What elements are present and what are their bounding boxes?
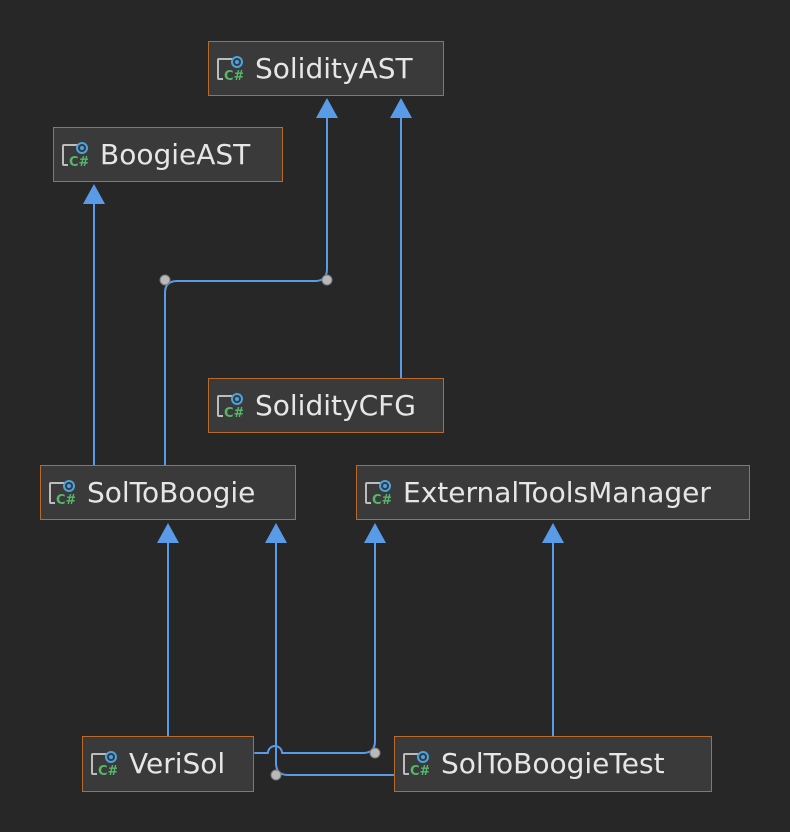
arrowhead-boogieast — [83, 184, 105, 204]
class-node-externaltoolsmanager[interactable]: C# ExternalToolsManager — [356, 465, 750, 520]
class-name-label: BoogieAST — [100, 137, 251, 171]
arrowhead-solidityast-left — [316, 98, 338, 118]
class-name-label: SolidityAST — [255, 51, 413, 85]
arrowhead-solidityast-right — [390, 98, 412, 118]
bend-point-dot — [369, 747, 381, 759]
bend-point-dot — [321, 274, 333, 286]
class-node-solidityast[interactable]: C# SolidityAST — [208, 41, 444, 96]
bend-point-dot — [159, 274, 171, 286]
csharp-class-icon: C# — [365, 479, 391, 506]
class-node-boogieast[interactable]: C# BoogieAST — [53, 127, 283, 182]
csharp-class-icon: C# — [217, 392, 243, 419]
svg-text:C#: C# — [69, 155, 88, 168]
class-node-soltoboogie[interactable]: C# SolToBoogie — [40, 465, 296, 520]
class-node-soltoboogietest[interactable]: C# SolToBoogieTest — [394, 736, 712, 792]
arrowhead-externaltoolsmanager-right — [542, 523, 564, 543]
svg-text:C#: C# — [410, 764, 429, 777]
svg-text:C#: C# — [372, 493, 391, 506]
csharp-class-icon: C# — [49, 479, 75, 506]
class-node-verisol[interactable]: C# VeriSol — [82, 736, 254, 792]
svg-text:C#: C# — [56, 493, 75, 506]
edge-soltoboogietest-to-soltoboogie — [275, 540, 396, 776]
class-name-label: SolToBoogie — [87, 475, 256, 509]
edge-soltoboogie-to-solidityast — [164, 115, 328, 466]
csharp-class-icon: C# — [91, 751, 117, 777]
class-name-label: SolidityCFG — [255, 388, 416, 422]
svg-text:C#: C# — [98, 764, 117, 777]
svg-text:C#: C# — [224, 406, 243, 419]
csharp-class-icon: C# — [217, 55, 243, 82]
arrowhead-soltoboogie-right — [265, 523, 287, 543]
arrowhead-soltoboogie-left — [157, 523, 179, 543]
svg-text:C#: C# — [224, 69, 243, 82]
bend-point-dot — [270, 769, 282, 781]
class-node-soliditycfg[interactable]: C# SolidityCFG — [208, 378, 444, 433]
class-name-label: SolToBoogieTest — [441, 747, 665, 780]
class-name-label: ExternalToolsManager — [403, 475, 711, 509]
edge-verisol-to-externaltoolsmanager — [254, 540, 376, 754]
csharp-class-icon: C# — [62, 141, 88, 168]
class-name-label: VeriSol — [129, 747, 226, 780]
arrowhead-externaltoolsmanager-left — [364, 523, 386, 543]
csharp-class-icon: C# — [403, 751, 429, 777]
